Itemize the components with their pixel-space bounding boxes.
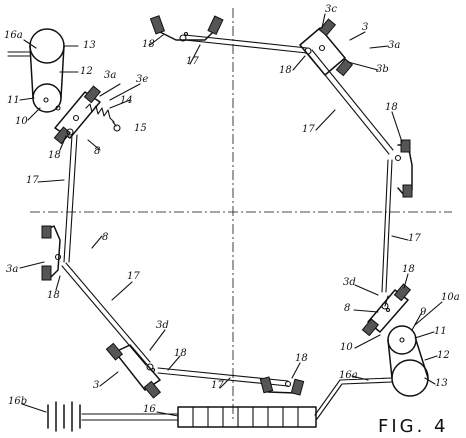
label-12-top: 12 bbox=[80, 66, 93, 77]
label-13-top: 13 bbox=[83, 40, 96, 51]
label-11-top: 11 bbox=[7, 95, 20, 106]
label-10-top: 10 bbox=[15, 116, 28, 127]
label-3d-r: 3d bbox=[343, 277, 356, 288]
holder-lower-right bbox=[361, 283, 412, 337]
drive-pulley-13-br bbox=[391, 359, 429, 397]
reference-labels: 16a 13 12 11 10 3a 3e 14 15 18 8 18 17 3… bbox=[4, 4, 460, 415]
label-10a: 10a bbox=[441, 292, 460, 303]
bar-left bbox=[63, 134, 78, 263]
label-3a-ur: 3a bbox=[388, 40, 400, 51]
label-8-l: 8 bbox=[102, 232, 108, 243]
label-11-br: 11 bbox=[434, 326, 447, 337]
holder-bottom bbox=[259, 376, 305, 396]
label-3a-ul: 3a bbox=[104, 70, 116, 81]
power-bus bbox=[47, 401, 317, 432]
spring-icon bbox=[85, 103, 115, 123]
label-3b: 3b bbox=[376, 64, 389, 75]
linkage-bars bbox=[61, 34, 394, 387]
label-8-lr: 8 bbox=[344, 303, 350, 314]
holder-top bbox=[149, 15, 224, 42]
label-18-top: 18 bbox=[142, 39, 155, 50]
label-16: 16 bbox=[143, 404, 156, 415]
label-18-l: 18 bbox=[47, 290, 60, 301]
label-3-ur: 3 bbox=[362, 22, 368, 33]
label-3c: 3c bbox=[325, 4, 337, 15]
holder-upper-right bbox=[299, 18, 354, 77]
bar-top bbox=[184, 34, 308, 54]
label-10-br: 10 bbox=[340, 342, 353, 353]
label-16b: 16b bbox=[8, 396, 27, 407]
label-3e: 3e bbox=[136, 74, 148, 85]
label-17-ur: 17 bbox=[302, 124, 315, 135]
drive-unit-lower-right bbox=[314, 325, 429, 420]
bar-right bbox=[381, 159, 393, 293]
transformer-icon bbox=[47, 401, 81, 432]
label-8-ul: 8 bbox=[94, 146, 100, 157]
label-3a-l: 3a bbox=[6, 264, 18, 275]
label-13-br: 13 bbox=[435, 378, 448, 389]
label-17-l: 17 bbox=[26, 175, 39, 186]
label-18-ul: 18 bbox=[48, 150, 61, 161]
holder-right bbox=[394, 139, 413, 198]
label-18-lr: 18 bbox=[402, 264, 415, 275]
label-18-bl: 18 bbox=[174, 348, 187, 359]
label-16a-top: 16a bbox=[4, 30, 23, 41]
label-17-ll: 17 bbox=[127, 271, 140, 282]
label-18-ur: 18 bbox=[279, 65, 292, 76]
label-17-top: 17 bbox=[186, 56, 199, 67]
spring-anchor-15 bbox=[113, 124, 121, 132]
holder-lower-left bbox=[105, 342, 162, 399]
leader-lines bbox=[19, 13, 443, 417]
drive-pulley-13-top bbox=[29, 28, 65, 64]
label-12-br: 12 bbox=[437, 350, 450, 361]
label-16a-br: 16a bbox=[339, 370, 358, 381]
holder-left bbox=[41, 225, 62, 281]
label-18-r: 18 bbox=[385, 102, 398, 113]
bar-lower-left bbox=[61, 262, 151, 366]
cable-16b bbox=[81, 413, 179, 421]
label-3d-bl: 3d bbox=[156, 320, 169, 331]
holder-upper-left bbox=[53, 85, 102, 145]
label-14: 14 bbox=[120, 95, 133, 106]
label-17-b: 17 bbox=[211, 380, 224, 391]
label-9: 9 bbox=[420, 307, 427, 318]
bus-bar-16 bbox=[177, 406, 317, 428]
cable-16a-top bbox=[7, 51, 31, 57]
label-17-r: 17 bbox=[408, 233, 421, 244]
figure-title: FIG. 4 bbox=[378, 416, 449, 437]
cable-16a-br bbox=[314, 377, 393, 420]
label-15: 15 bbox=[134, 123, 147, 134]
label-3-bl: 3 bbox=[93, 380, 99, 391]
label-18-br: 18 bbox=[295, 353, 308, 364]
